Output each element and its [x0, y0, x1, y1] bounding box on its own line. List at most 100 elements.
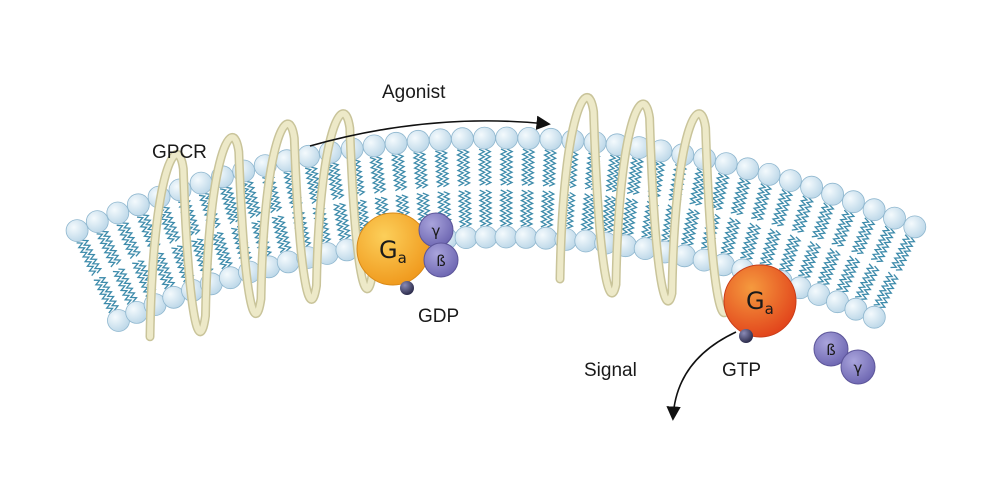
- lipid-tail: [736, 179, 752, 216]
- lipid-tail: [605, 154, 617, 192]
- lipid-tail: [96, 233, 116, 268]
- lipid-tail: [331, 162, 345, 200]
- lipid-head: [714, 152, 738, 176]
- lipid-tail: [568, 151, 580, 189]
- lipid-tail: [463, 190, 473, 228]
- lipid-tail: [499, 189, 508, 227]
- lipid-tail: [519, 189, 529, 227]
- lipid-tail: [831, 209, 850, 245]
- g-beta-subunit-free: [813, 331, 849, 367]
- lipid-head: [800, 175, 823, 199]
- lipid-tail: [817, 204, 835, 240]
- lipid-head: [428, 128, 452, 152]
- lipid-tail: [304, 167, 318, 205]
- lipid-tail: [461, 149, 472, 187]
- lipid-tail: [876, 227, 896, 263]
- lipid-head: [362, 134, 386, 158]
- lipid-tail: [171, 247, 189, 283]
- lipid-tail: [505, 148, 514, 186]
- gpcr-receptor-active: [555, 93, 733, 318]
- lipid-tail: [440, 150, 450, 188]
- lipid-tail: [99, 277, 120, 311]
- gtp-label: GTP: [722, 360, 761, 381]
- lipid-tail: [620, 197, 633, 235]
- lipid-tail: [76, 242, 97, 277]
- lipid-tail: [225, 186, 242, 223]
- lipid-tail: [720, 217, 736, 254]
- g-beta-free-label: ß: [826, 341, 835, 359]
- lipid-head: [454, 226, 478, 250]
- lipid-tail: [811, 202, 830, 238]
- lipid-head: [189, 171, 213, 195]
- g-alpha-active: [723, 264, 797, 338]
- lipid-tail: [626, 198, 639, 236]
- lipid-tail: [483, 148, 493, 186]
- lipid-tail: [632, 158, 645, 195]
- g-alpha-subscript: a: [398, 249, 407, 267]
- lipid-tail: [499, 148, 508, 186]
- lipid-tail: [136, 216, 156, 252]
- lipid-tail: [118, 268, 138, 303]
- lipid-tail: [163, 206, 181, 242]
- g-alpha-active-subscript: a: [765, 300, 774, 318]
- lipid-tail: [93, 279, 114, 314]
- gpcr-label: GPCR: [152, 142, 207, 163]
- lipid-tail: [525, 189, 535, 227]
- lipid-tail: [871, 225, 891, 260]
- lipid-tail: [890, 234, 911, 269]
- lipid-tail: [791, 195, 809, 231]
- lipid-tail: [836, 255, 855, 291]
- lipid-tail: [777, 190, 794, 227]
- signal-label: Signal: [584, 360, 637, 381]
- lipid-tail: [566, 191, 577, 230]
- gtp-molecule: [739, 329, 753, 343]
- lipid-tail: [680, 208, 695, 245]
- lipid-tail: [102, 230, 122, 265]
- lipid-tail: [873, 271, 894, 306]
- lipid-tail: [626, 157, 639, 195]
- lipid-head: [473, 126, 496, 150]
- lipid-tail: [803, 242, 822, 279]
- lipid-tail: [855, 263, 875, 298]
- lipid-head: [821, 182, 844, 206]
- lipid-tail: [726, 218, 742, 255]
- lipid-tail: [797, 197, 815, 233]
- lipid-head: [218, 266, 242, 290]
- lipid-head: [842, 190, 865, 214]
- lipid-tail: [879, 274, 899, 309]
- lipid-head: [85, 210, 109, 234]
- lipid-tail: [478, 189, 487, 227]
- g-beta-subunit: [423, 242, 459, 278]
- lipid-tail: [369, 156, 381, 194]
- lipid-tail: [837, 211, 856, 247]
- svg-text:Ga: Ga: [379, 236, 407, 267]
- lipid-tail: [765, 230, 782, 266]
- lipid-tail: [477, 148, 487, 186]
- lipid-head: [495, 126, 519, 150]
- lipid-head: [384, 131, 408, 155]
- lipid-head: [517, 126, 541, 150]
- lipid-tail: [271, 216, 287, 253]
- lipid-tail: [122, 222, 142, 257]
- lipid-head: [574, 229, 598, 253]
- lipid-tail: [851, 217, 871, 252]
- lipid-head: [297, 144, 320, 168]
- lipid-tail: [277, 215, 292, 252]
- lipid-tail: [353, 159, 366, 196]
- lipid-tail: [219, 188, 236, 225]
- lipid-tail: [730, 177, 746, 214]
- gpcr-receptor-inactive: [145, 109, 377, 342]
- lipid-head: [883, 206, 906, 230]
- lipid-tail: [640, 200, 654, 238]
- lipid-tail: [211, 233, 228, 270]
- lipid-head: [779, 169, 802, 193]
- agonist-label: Agonist: [382, 82, 446, 103]
- lipid-head: [514, 225, 538, 249]
- lipid-tail: [759, 228, 776, 264]
- lipid-tail: [338, 202, 352, 240]
- lipid-tail: [116, 224, 136, 260]
- lipid-tail: [396, 153, 408, 191]
- lipid-tail: [756, 184, 773, 221]
- lipid-tail: [505, 189, 514, 227]
- g-protein-inactive: Ga γ ß: [356, 212, 459, 295]
